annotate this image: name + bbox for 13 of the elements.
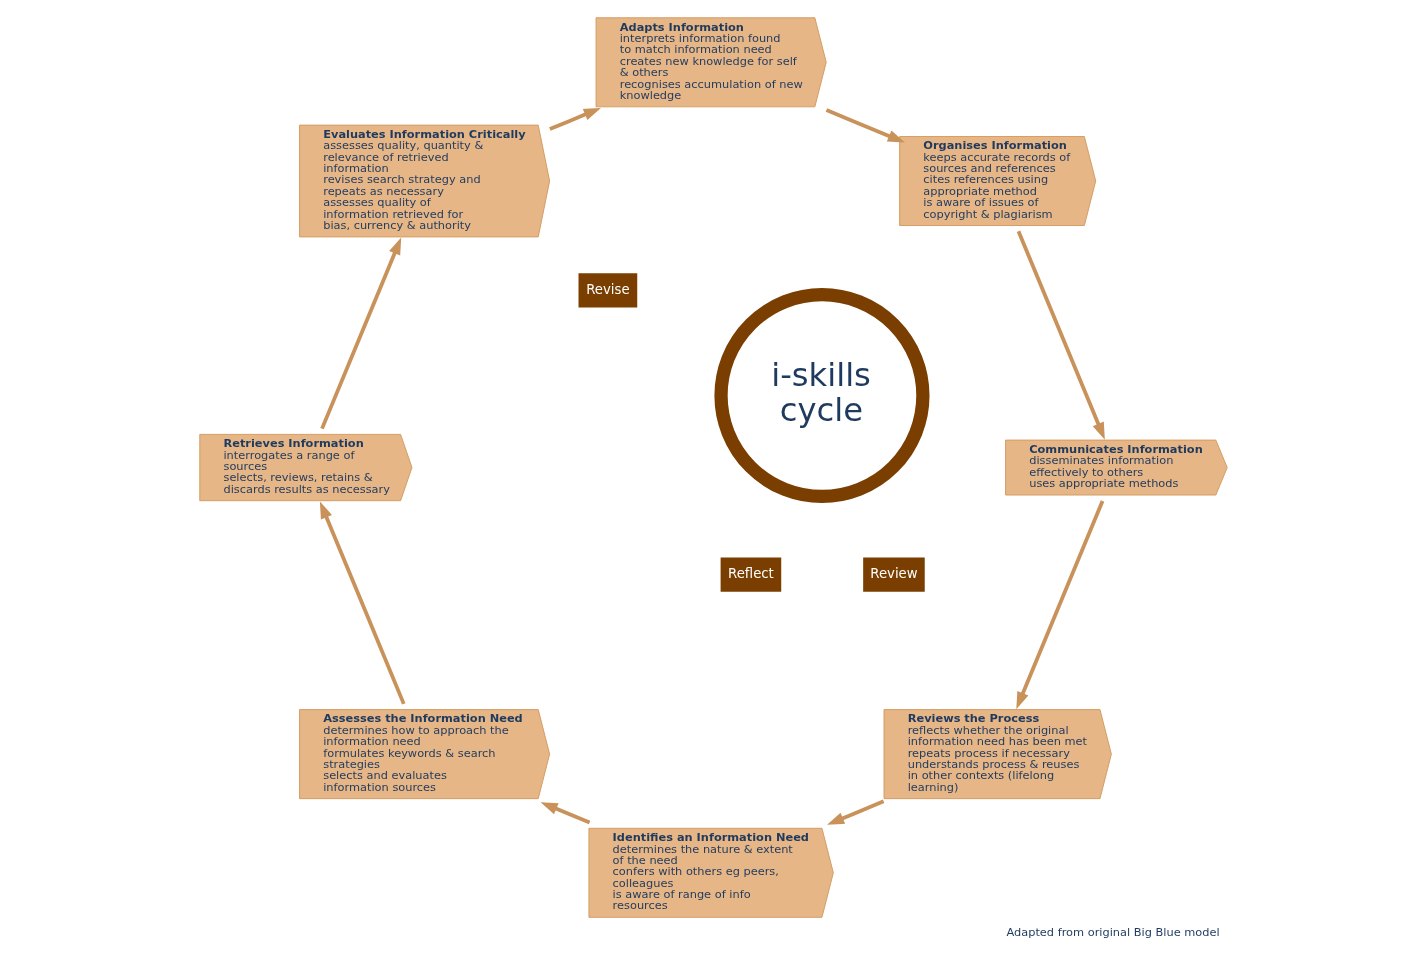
arrow — [825, 108, 905, 143]
arrow — [540, 802, 590, 825]
arrow — [1016, 230, 1105, 440]
arrow — [319, 501, 405, 705]
label: Reflect — [727, 566, 774, 582]
label: Revise — [585, 281, 630, 297]
node-circle: i-skills cycle — [713, 288, 929, 504]
arrow — [548, 107, 601, 131]
arrow — [826, 799, 884, 825]
arrow — [319, 237, 401, 430]
label: Review — [869, 566, 918, 582]
caption: Adapted from original Big Blue model — [1005, 924, 1220, 939]
arrow — [1015, 500, 1104, 710]
